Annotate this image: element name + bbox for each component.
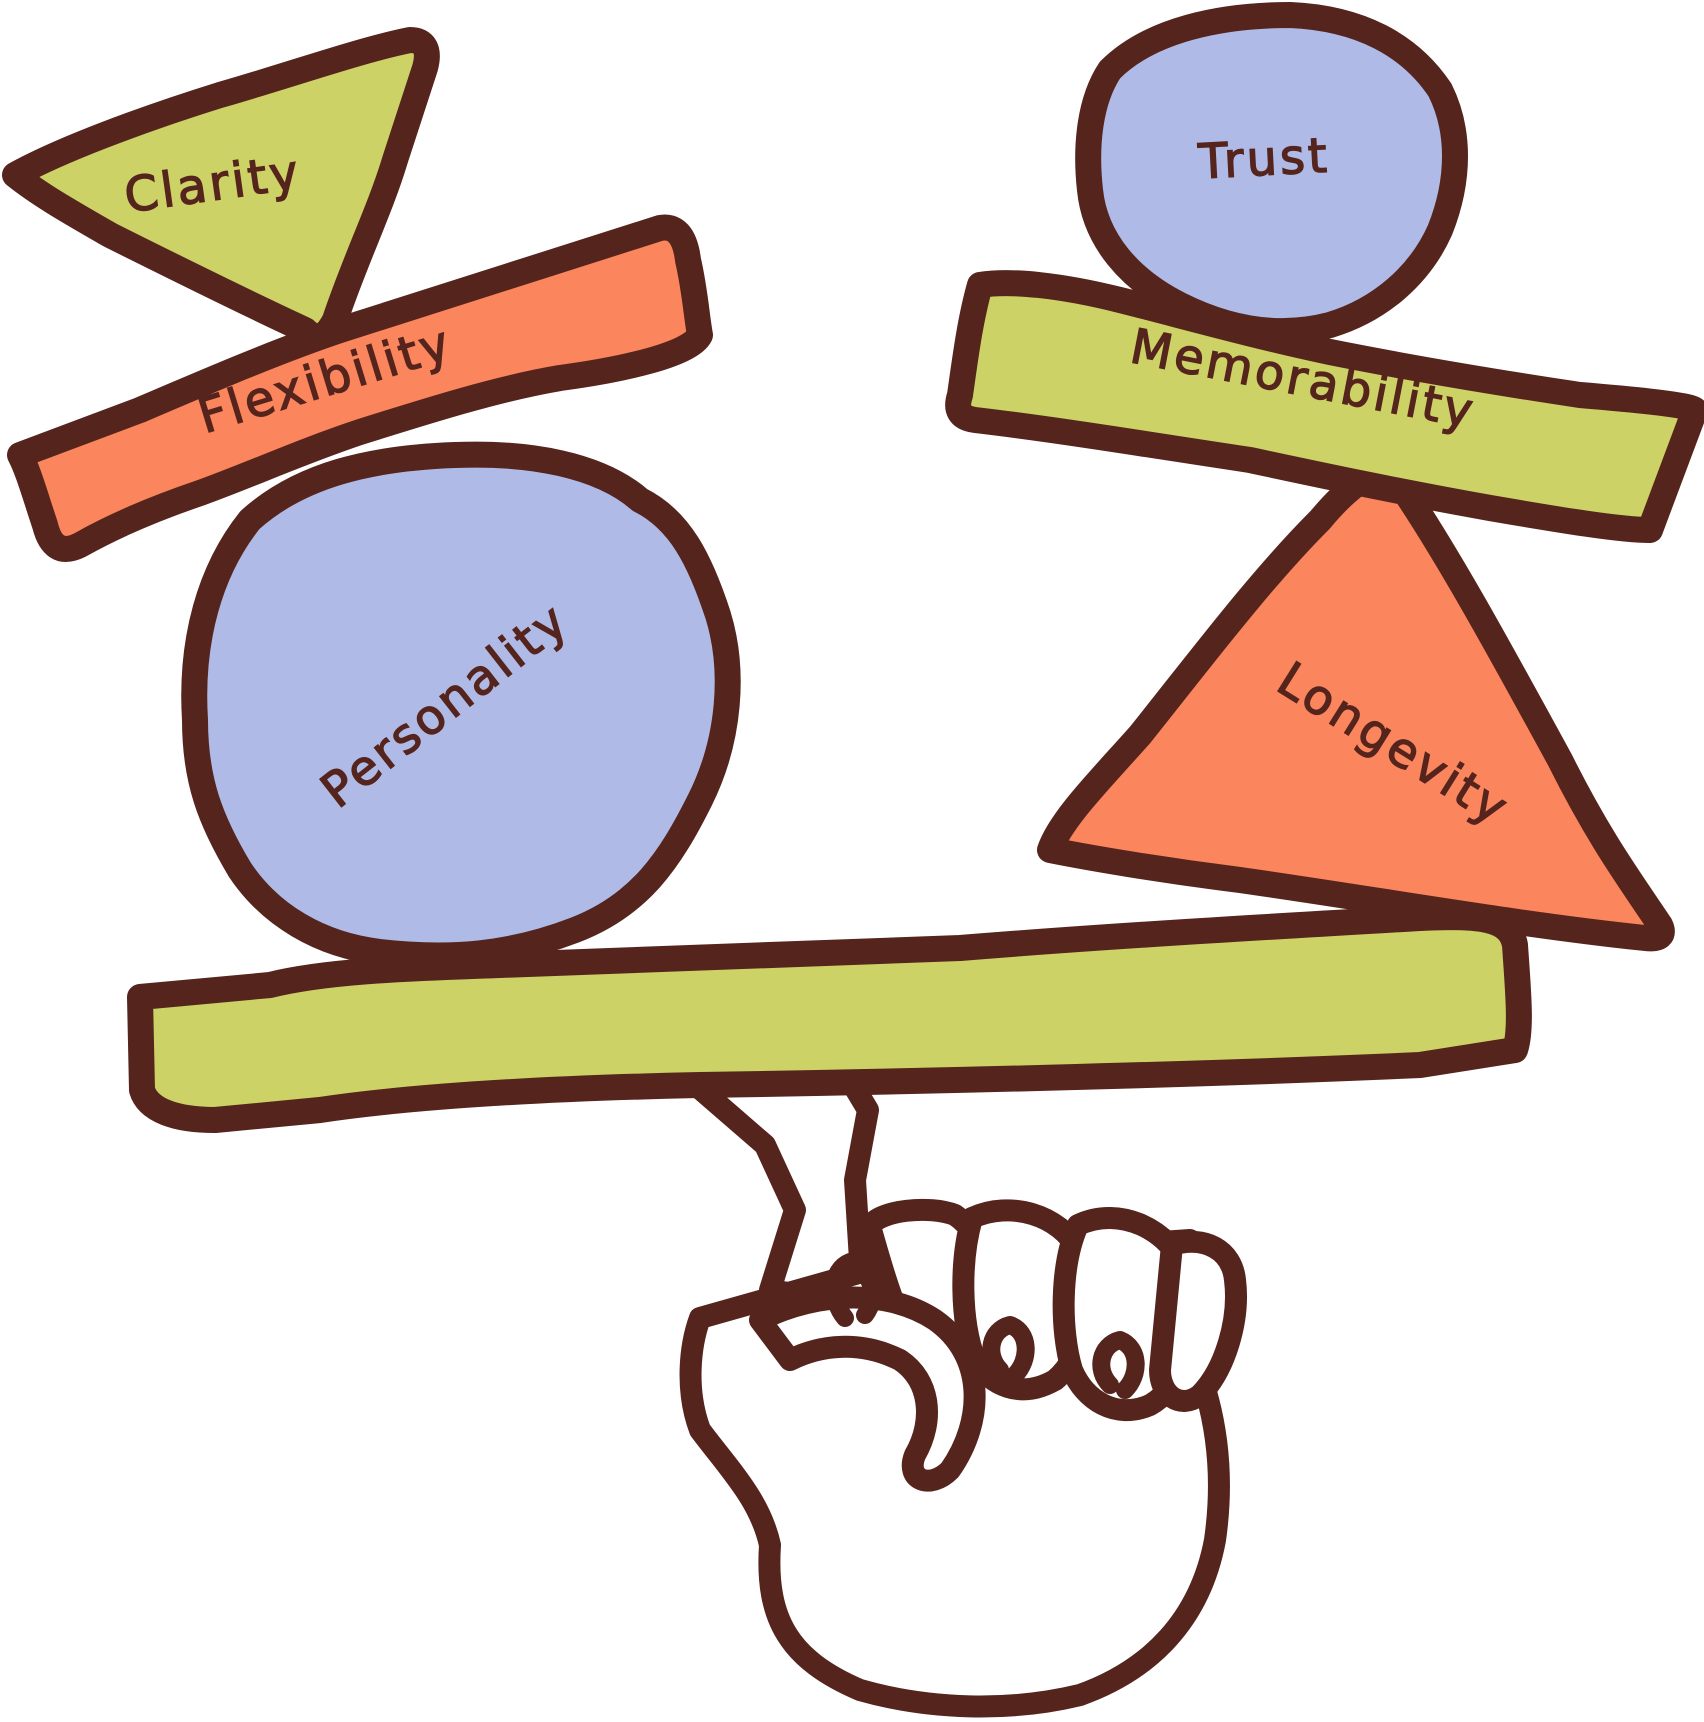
clarity-block: Clarity [2, 27, 440, 350]
base-plank [127, 904, 1532, 1133]
trust-label: Trust [1196, 128, 1331, 191]
personality-block: Personality [181, 441, 741, 969]
fist-holding-icon [679, 1069, 1247, 1718]
trust-block: Trust [1075, 2, 1468, 345]
longevity-block: Longevity [1037, 457, 1675, 952]
